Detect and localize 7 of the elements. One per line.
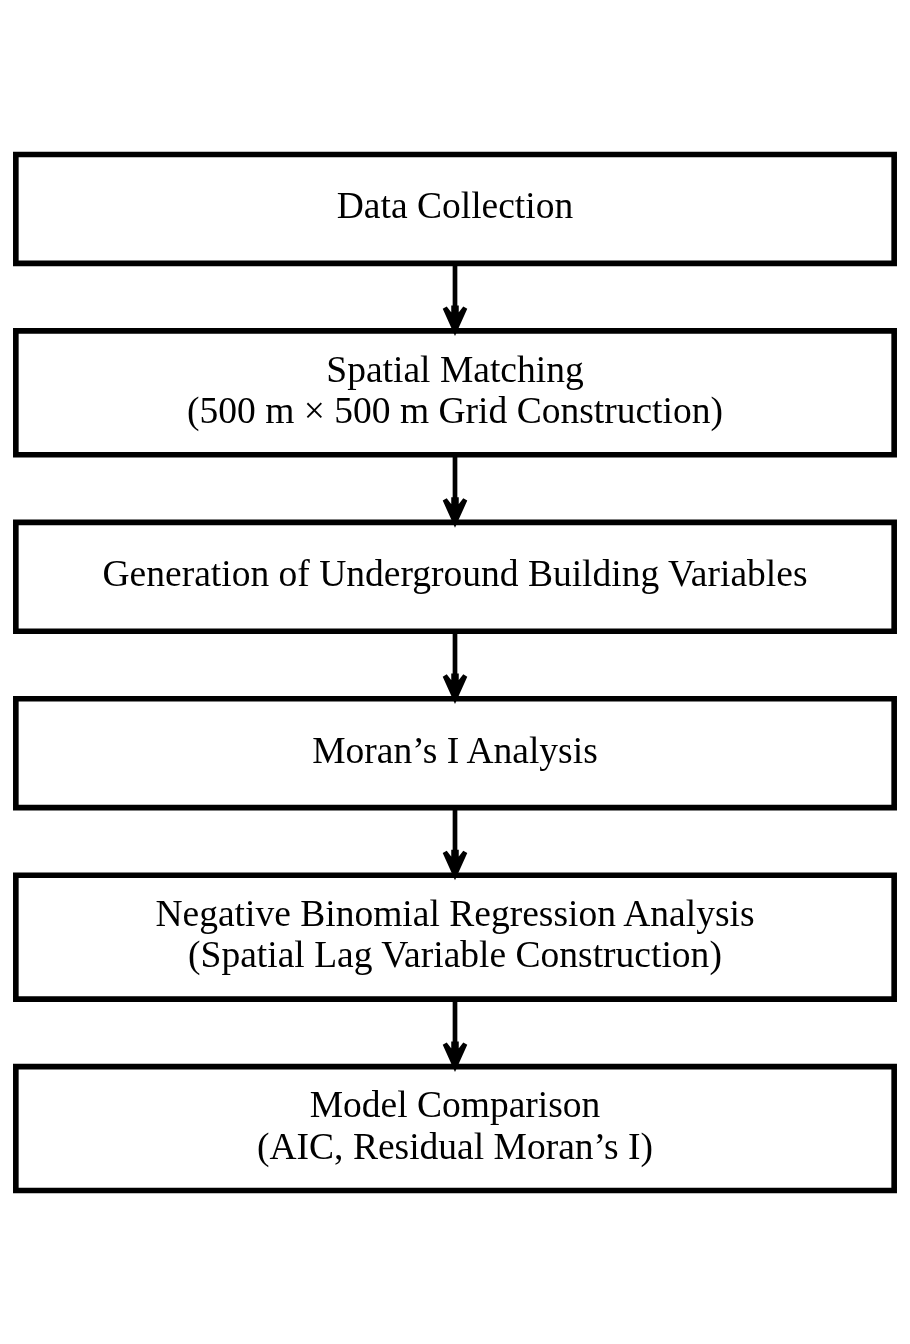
node-box: Data Collection bbox=[13, 151, 897, 266]
node-box: Moran’s I Analysis bbox=[13, 695, 897, 810]
node-box: Negative Binomial Regression Analysis (Spatial Lag Variable Construction) bbox=[13, 871, 897, 1002]
arrow bbox=[442, 807, 468, 877]
node-box: Spatial Matching (500 m × 500 m Grid Construction) bbox=[13, 327, 897, 458]
node-box: Generation of Underground Building Variables bbox=[13, 519, 897, 634]
node-box: Model Comparison (AIC, Residual Moran’s I) bbox=[13, 1063, 897, 1193]
